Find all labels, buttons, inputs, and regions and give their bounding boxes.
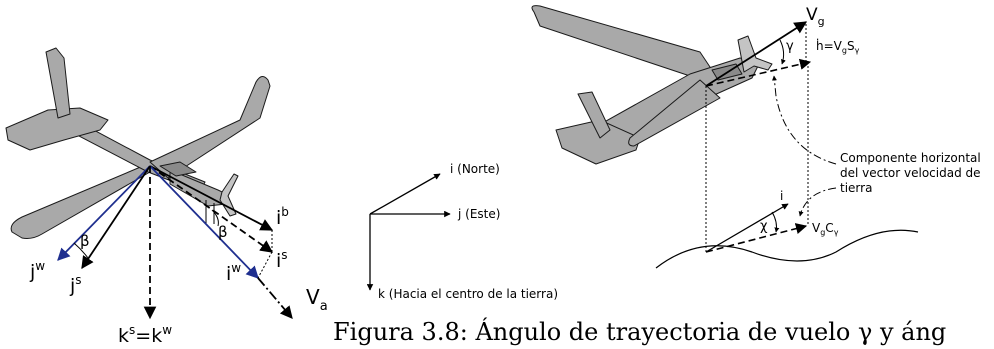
ground-curve <box>655 229 919 269</box>
left-wing-main <box>149 76 271 179</box>
beta-arc-left <box>73 242 89 259</box>
center-axes <box>366 173 451 291</box>
jw-arrow <box>57 165 151 261</box>
horiz-component-label-1: Componente horizontal <box>840 151 981 165</box>
is-label: is <box>276 248 288 272</box>
gamma-arc <box>779 39 786 65</box>
right-v-fin <box>577 91 611 139</box>
axis-i-arrow <box>369 173 441 215</box>
chi-label: χ <box>760 219 768 234</box>
ground-i-label: i <box>780 189 783 203</box>
right-frame-labels: Vg γ ḣ=VgSγ Componente horizontal del ve… <box>760 5 981 237</box>
horiz-component-label-2: del vector velocidad de <box>840 166 981 180</box>
axis-j-label: j (Este) <box>457 207 500 221</box>
propeller <box>219 173 239 217</box>
leader-line-top <box>771 75 837 165</box>
horiz-component-label-3: tierra <box>840 181 872 195</box>
canopy <box>159 161 197 177</box>
ground-i-arrow <box>705 203 789 253</box>
va-arrow <box>257 277 293 319</box>
axis-i-label: i (Norte) <box>450 162 500 176</box>
ib-label: ib <box>276 205 289 229</box>
right-wing-far <box>531 5 713 77</box>
ground-vgc-arrow <box>705 223 808 253</box>
is-arrow <box>149 165 274 253</box>
iw-label: iw <box>226 261 241 285</box>
iw-arrow <box>149 165 259 279</box>
horiz-component-arrow <box>705 58 812 87</box>
va-label: Va <box>306 285 328 314</box>
ib-arrow <box>149 165 274 231</box>
right-airplane <box>531 5 773 165</box>
left-airplane <box>5 47 271 239</box>
jw-label: jw <box>29 259 45 283</box>
vg-arrow <box>705 21 808 87</box>
beta-arc-right <box>211 209 219 227</box>
beta-right-label: β <box>218 223 228 241</box>
beta-left-label: β <box>80 232 90 250</box>
js-label: js <box>69 273 82 297</box>
left-wing-rear <box>10 162 151 239</box>
chi-arc <box>771 211 780 233</box>
vertical-fin <box>45 47 71 119</box>
right-propeller <box>737 35 773 73</box>
js-arrow <box>81 165 151 270</box>
vg-label: Vg <box>806 5 825 28</box>
left-frame-labels: ib is iw Va jw js ks=kw β β <box>29 205 328 347</box>
hdot-label: ḣ=VgSγ <box>816 38 860 55</box>
right-frame-vectors <box>655 21 919 269</box>
right-wing-near <box>628 79 721 147</box>
gamma-label: γ <box>786 39 794 54</box>
figure-caption: Figura 3.8: Ángulo de trayectoria de vue… <box>333 318 947 346</box>
left-frame-vectors <box>57 165 293 320</box>
leader-line-bottom <box>798 187 837 217</box>
axis-k-label: k (Hacia el centro de la tierra) <box>378 287 558 301</box>
vgc-label: VgCγ <box>812 221 839 237</box>
ks-label: ks=kw <box>118 323 172 347</box>
